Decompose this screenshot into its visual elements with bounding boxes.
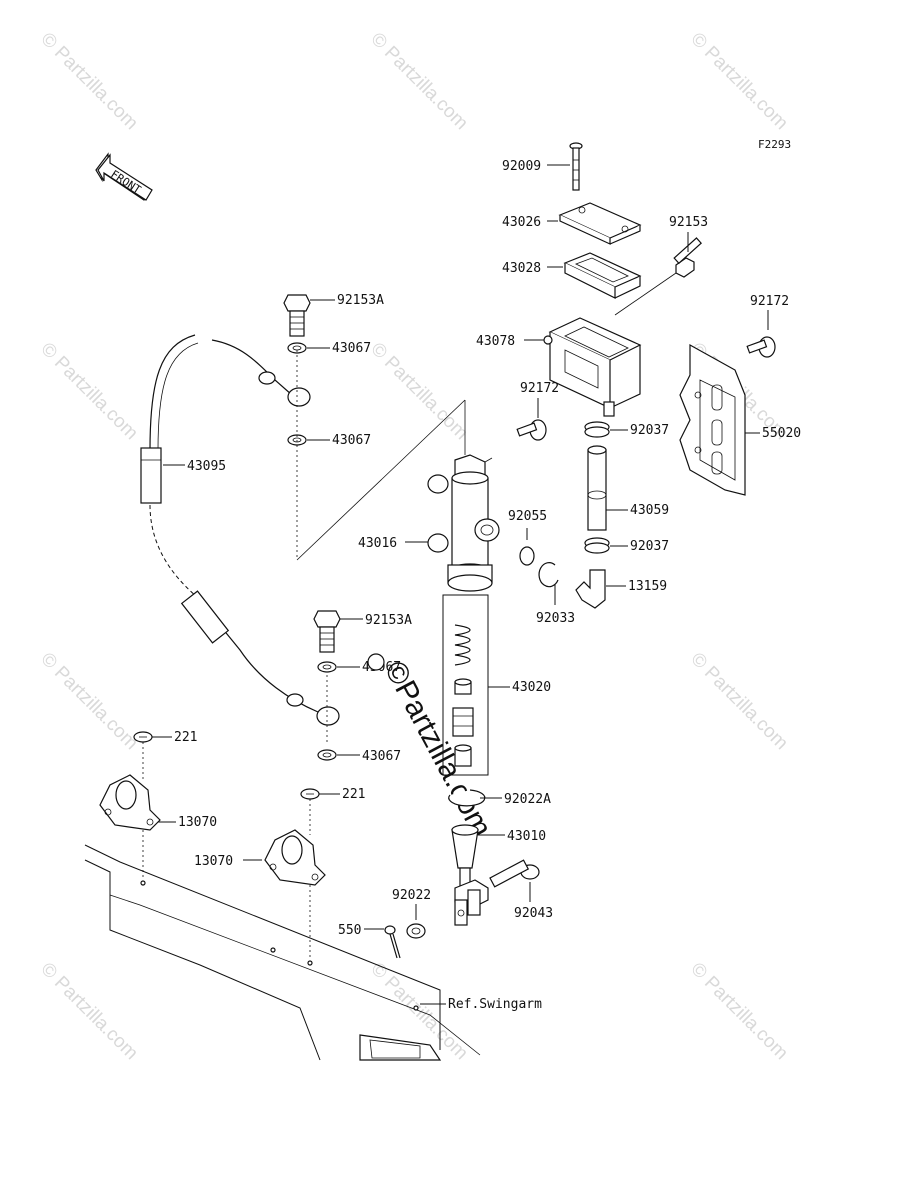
label-92043: 92043 bbox=[514, 906, 553, 921]
label-43095: 43095 bbox=[187, 459, 226, 474]
watermark-text: © Partzilla.com bbox=[366, 29, 471, 134]
label-43020: 43020 bbox=[512, 680, 551, 695]
label-43078: 43078 bbox=[476, 334, 515, 349]
bracket-right bbox=[264, 788, 326, 960]
label-92022: 92022 bbox=[392, 888, 431, 903]
reservoir-hose-assembly bbox=[575, 421, 610, 609]
watermark-text: © Partzilla.com bbox=[686, 29, 791, 134]
clevis-pin-92043 bbox=[489, 859, 540, 888]
swingarm-ref: Ref.Swingarm bbox=[84, 844, 542, 1061]
label-92172a: 92172 bbox=[750, 294, 789, 309]
push-rod bbox=[451, 824, 489, 926]
label-13070-2: 13070 bbox=[194, 854, 233, 869]
guard-bolt-upper bbox=[746, 336, 776, 358]
cotter-pin-550 bbox=[384, 925, 401, 959]
watermark-text: © Partzilla.com bbox=[686, 959, 791, 1064]
label-550: 550 bbox=[338, 923, 361, 938]
label-92153a-bot: 92153A bbox=[365, 613, 412, 628]
banjo-bolt-lower bbox=[313, 610, 341, 761]
label-55020: 55020 bbox=[762, 426, 801, 441]
label-43028: 43028 bbox=[502, 261, 541, 276]
label-43026: 43026 bbox=[502, 215, 541, 230]
label-92037-2: 92037 bbox=[630, 539, 669, 554]
label-92022a: 92022A bbox=[504, 792, 551, 807]
label-43067-4: 43067 bbox=[362, 749, 401, 764]
label-13070-1: 13070 bbox=[178, 815, 217, 830]
watermark-text: © Partzilla.com bbox=[36, 29, 141, 134]
watermark-text: © Partzilla.com bbox=[686, 649, 791, 754]
label-92037-1: 92037 bbox=[630, 423, 669, 438]
label-92009: 92009 bbox=[502, 159, 541, 174]
label-92153a-top: 92153A bbox=[337, 293, 384, 308]
reservoir-body bbox=[543, 317, 642, 417]
watermark-text: © Partzilla.com bbox=[36, 339, 141, 444]
master-cylinder-guard bbox=[679, 343, 746, 496]
watermark-text: © Partzilla.com bbox=[36, 649, 141, 754]
label-13159: 13159 bbox=[628, 579, 667, 594]
o-ring-92055 bbox=[519, 546, 535, 566]
circlip-92033 bbox=[538, 562, 559, 588]
figure-code: F2293 bbox=[758, 138, 791, 151]
label-43067-1: 43067 bbox=[332, 341, 371, 356]
master-cylinder-body bbox=[427, 454, 500, 592]
circlip-92022a bbox=[448, 789, 486, 807]
label-43010: 43010 bbox=[507, 829, 546, 844]
brake-hose bbox=[140, 334, 340, 726]
label-43016: 43016 bbox=[358, 536, 397, 551]
label-92033: 92033 bbox=[536, 611, 575, 626]
watermark-text: © Partzilla.com bbox=[36, 959, 141, 1064]
label-221-2: 221 bbox=[342, 787, 365, 802]
front-label: FRONT bbox=[108, 168, 143, 197]
front-arrow-icon: FRONT bbox=[95, 152, 153, 201]
reservoir-cap-screw bbox=[569, 142, 583, 191]
reservoir-cap bbox=[558, 202, 642, 245]
bracket-left bbox=[99, 731, 161, 880]
watermark-text: © Partzilla.com bbox=[366, 339, 471, 444]
washer-92022 bbox=[406, 923, 426, 939]
guard-bolt-lower bbox=[516, 419, 547, 441]
reservoir-diaphragm bbox=[563, 252, 642, 299]
ref-swingarm-label: Ref.Swingarm bbox=[448, 997, 542, 1012]
label-92055: 92055 bbox=[508, 509, 547, 524]
piston-kit bbox=[442, 594, 489, 776]
label-221-1: 221 bbox=[174, 730, 197, 745]
label-43059: 43059 bbox=[630, 503, 669, 518]
banjo-bolt-upper bbox=[283, 294, 466, 561]
label-92153: 92153 bbox=[669, 215, 708, 230]
label-43067-2: 43067 bbox=[332, 433, 371, 448]
label-92172b: 92172 bbox=[520, 381, 559, 396]
